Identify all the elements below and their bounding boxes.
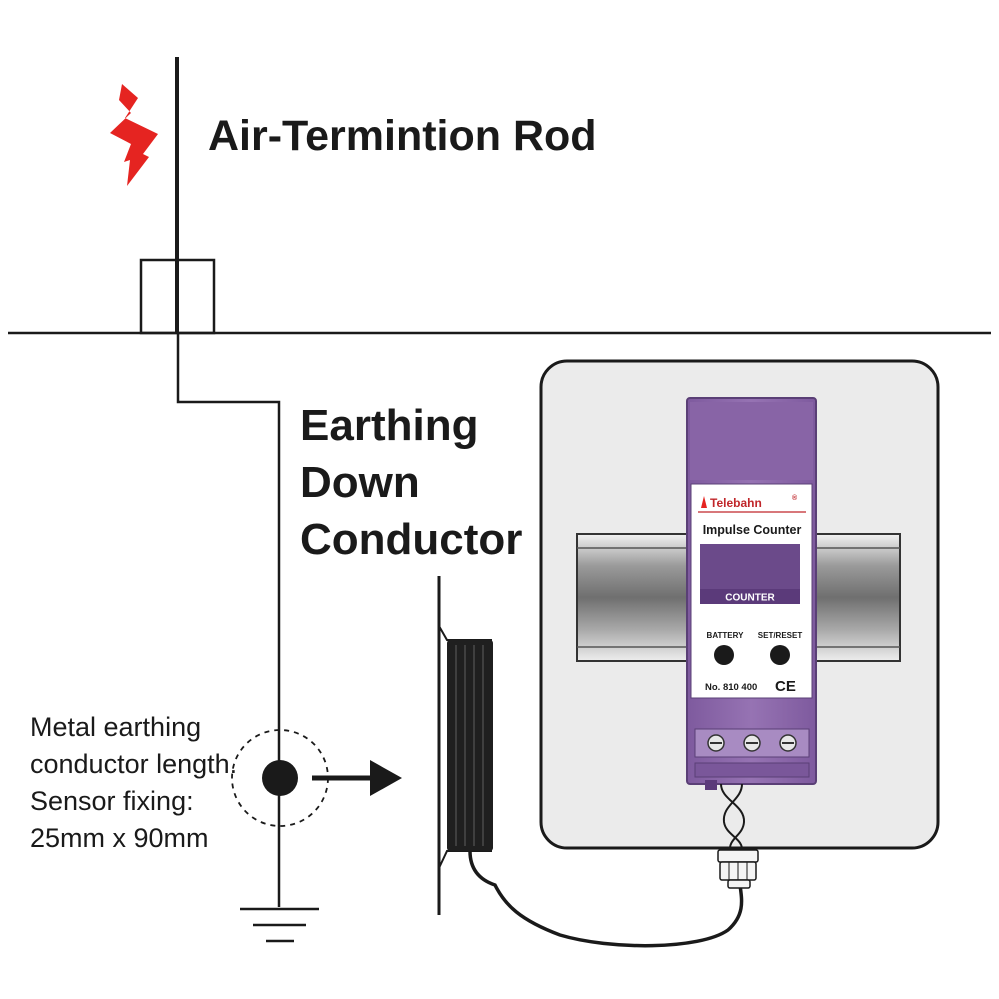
terminal-screw-2 xyxy=(743,734,761,752)
sensor-label-line3: Sensor fixing: xyxy=(30,786,194,816)
cable-gland xyxy=(717,849,759,889)
device-top-cap xyxy=(690,402,813,480)
lightning-bolt-icon xyxy=(110,84,158,186)
sensor-coil xyxy=(447,640,493,851)
sensor-label-line1: Metal earthing xyxy=(30,712,201,742)
terminal-screw-3 xyxy=(779,734,797,752)
registered-mark: ® xyxy=(792,494,798,502)
counter-label: COUNTER xyxy=(725,593,775,604)
terminal-screw-1 xyxy=(707,734,725,752)
sensor-bracket xyxy=(437,576,493,915)
reset-label: SET/RESET xyxy=(758,631,803,640)
earthing-down-conductor xyxy=(176,333,281,907)
brand-logo-icon xyxy=(701,496,707,508)
rod-label: Air-Termintion Rod xyxy=(208,112,597,160)
brand-name: Telebahn xyxy=(710,496,762,510)
conductor-label-line2: Down xyxy=(300,458,420,507)
conductor-label-line3: Conductor xyxy=(300,515,522,564)
product-name: Impulse Counter xyxy=(703,523,802,537)
set-reset-button[interactable] xyxy=(770,645,790,665)
device-bottom-strip xyxy=(694,762,810,778)
sensor-label-line2: conductor length. xyxy=(30,749,237,779)
conductor-label-line1: Earthing xyxy=(300,401,478,450)
sensor-cable xyxy=(468,850,744,948)
sensor-point xyxy=(262,760,298,796)
counter-display xyxy=(700,544,800,589)
sensor-label-line4: 25mm x 90mm xyxy=(30,823,209,853)
impulse-counter-device: Telebahn ® Impulse Counter COUNTER BATTE… xyxy=(686,397,817,790)
battery-label: BATTERY xyxy=(707,631,745,640)
model-number: No. 810 400 xyxy=(705,682,757,693)
ce-mark: CE xyxy=(775,678,796,695)
counter-label-bar xyxy=(700,589,800,604)
battery-button[interactable] xyxy=(714,645,734,665)
device-foot xyxy=(705,780,717,790)
device-wires xyxy=(720,783,746,853)
ground-symbol-icon xyxy=(240,907,319,943)
arrow-right-icon xyxy=(312,760,402,796)
